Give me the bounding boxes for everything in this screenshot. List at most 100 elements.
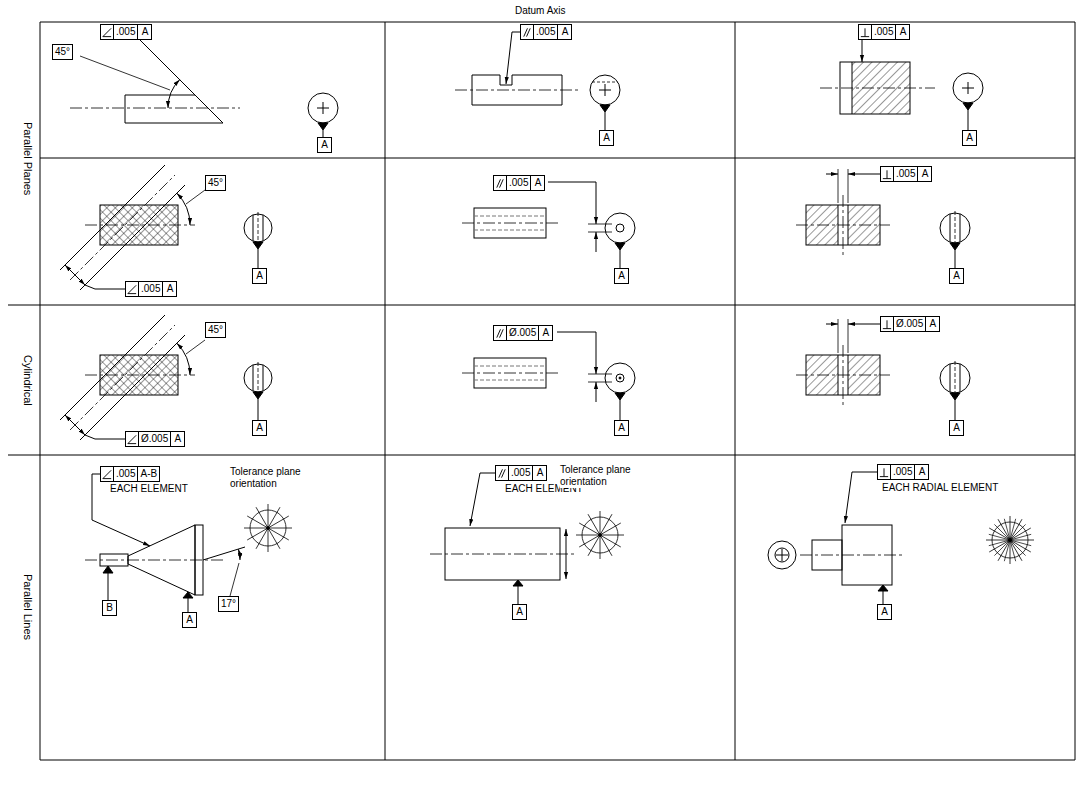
datum-reference: A-B xyxy=(137,466,160,482)
figure-group xyxy=(524,28,530,36)
datum-reference: A xyxy=(917,166,932,182)
drawing-path xyxy=(548,182,596,224)
datum-circle xyxy=(775,548,789,562)
drawing-path xyxy=(880,468,888,476)
figure-group xyxy=(497,179,503,187)
datum-triangle xyxy=(878,585,888,591)
diagram-title: Datum Axis xyxy=(515,5,566,17)
tolerance-value: .005 xyxy=(113,24,138,40)
figure-group xyxy=(883,170,891,178)
datum-triangle xyxy=(950,393,960,400)
drawing-path xyxy=(845,472,877,523)
datum-feature-box: A xyxy=(599,130,614,146)
datum-circle xyxy=(619,377,621,379)
tolerance-value: .005 xyxy=(113,466,138,482)
datum-circle xyxy=(605,363,635,393)
drawing-path xyxy=(497,329,503,337)
parallelism-symbol xyxy=(495,465,509,481)
drawing-line xyxy=(800,555,905,556)
drawing-line xyxy=(80,56,170,90)
drawing-line xyxy=(8,455,1075,456)
drawing-line xyxy=(230,563,239,596)
frame-note: EACH RADIAL ELEMENT xyxy=(882,482,998,494)
datum-triangle xyxy=(513,580,523,586)
drawing-line xyxy=(588,374,612,375)
drawing-line xyxy=(40,760,1075,761)
drawing-line xyxy=(462,373,558,374)
feature-control-frame: .005A xyxy=(125,281,177,297)
feature-control-frame: .005A xyxy=(520,24,572,40)
figure-group xyxy=(103,470,111,478)
feature-control-frame: .005A xyxy=(100,24,152,40)
drawing-line xyxy=(955,250,956,268)
drawing-path xyxy=(177,193,190,225)
datum-reference: A xyxy=(557,24,572,40)
drawing-line xyxy=(955,211,956,245)
datum-circle xyxy=(616,224,624,232)
drawing-path xyxy=(862,40,863,62)
drawing-line xyxy=(474,366,546,367)
drawing-line xyxy=(323,130,324,137)
drawing-line xyxy=(140,40,223,123)
datum-triangle xyxy=(615,243,625,250)
part-outline xyxy=(852,62,910,114)
datum-reference: A xyxy=(925,316,940,332)
drawing-line xyxy=(108,573,109,600)
datum-circle xyxy=(605,213,635,243)
symbol-graphic xyxy=(878,465,890,479)
feature-control-frame: Ø.005A xyxy=(493,325,553,341)
angularity-symbol xyxy=(100,24,114,40)
drawing-line xyxy=(70,108,240,109)
drawing-line xyxy=(85,225,195,226)
datum-triangle xyxy=(950,243,960,250)
figure-group xyxy=(883,320,891,328)
repeated-figure xyxy=(60,315,205,440)
datum-triangle xyxy=(963,103,973,110)
figure-group xyxy=(861,28,869,36)
drawing-line xyxy=(968,110,969,130)
drawing-path xyxy=(596,382,597,402)
drawing-path xyxy=(472,75,562,105)
drawing-line xyxy=(70,175,175,280)
datum-reference: A xyxy=(162,281,177,297)
drawing-path xyxy=(776,549,788,561)
drawing-path xyxy=(883,320,891,328)
datum-triangle xyxy=(318,123,328,130)
datum-triangle xyxy=(253,392,263,399)
basic-dimension: 45° xyxy=(205,175,226,191)
datum-feature-box: A xyxy=(252,268,267,284)
datum-circle xyxy=(768,541,796,569)
drawing-path xyxy=(557,332,596,374)
drawing-line xyxy=(843,195,844,255)
symbol-graphic xyxy=(496,466,508,480)
drawing-line xyxy=(518,586,519,604)
drawing-line xyxy=(588,224,612,225)
drawing-line xyxy=(462,223,558,224)
drawing-path xyxy=(103,28,111,36)
drawing-path xyxy=(566,554,567,579)
perpendicularity-symbol xyxy=(880,316,894,332)
basic-dimension: 17° xyxy=(218,596,239,612)
datum-feature-box: A xyxy=(614,420,629,436)
tolerance-value: Ø.005 xyxy=(506,325,539,341)
row-label: Cylindrical xyxy=(21,355,34,406)
drawing-path xyxy=(499,469,505,477)
drawing-path xyxy=(848,174,880,175)
drawing-line xyxy=(455,90,580,91)
drawing-line xyxy=(588,232,612,233)
perpendicularity-symbol xyxy=(877,464,891,480)
perpendicularity-symbol xyxy=(880,166,894,182)
feature-control-frame: .005A xyxy=(858,24,910,40)
repeated-figure xyxy=(244,504,292,552)
drawing-path xyxy=(470,473,495,526)
drawing-path xyxy=(506,32,520,84)
tolerance-value: .005 xyxy=(138,281,163,297)
drawing-line xyxy=(40,22,1075,23)
drawing-line xyxy=(258,212,259,244)
drawing-line xyxy=(258,399,259,420)
datum-reference: A xyxy=(914,464,929,480)
drawing-path xyxy=(168,80,180,108)
drawing-line xyxy=(65,265,85,285)
